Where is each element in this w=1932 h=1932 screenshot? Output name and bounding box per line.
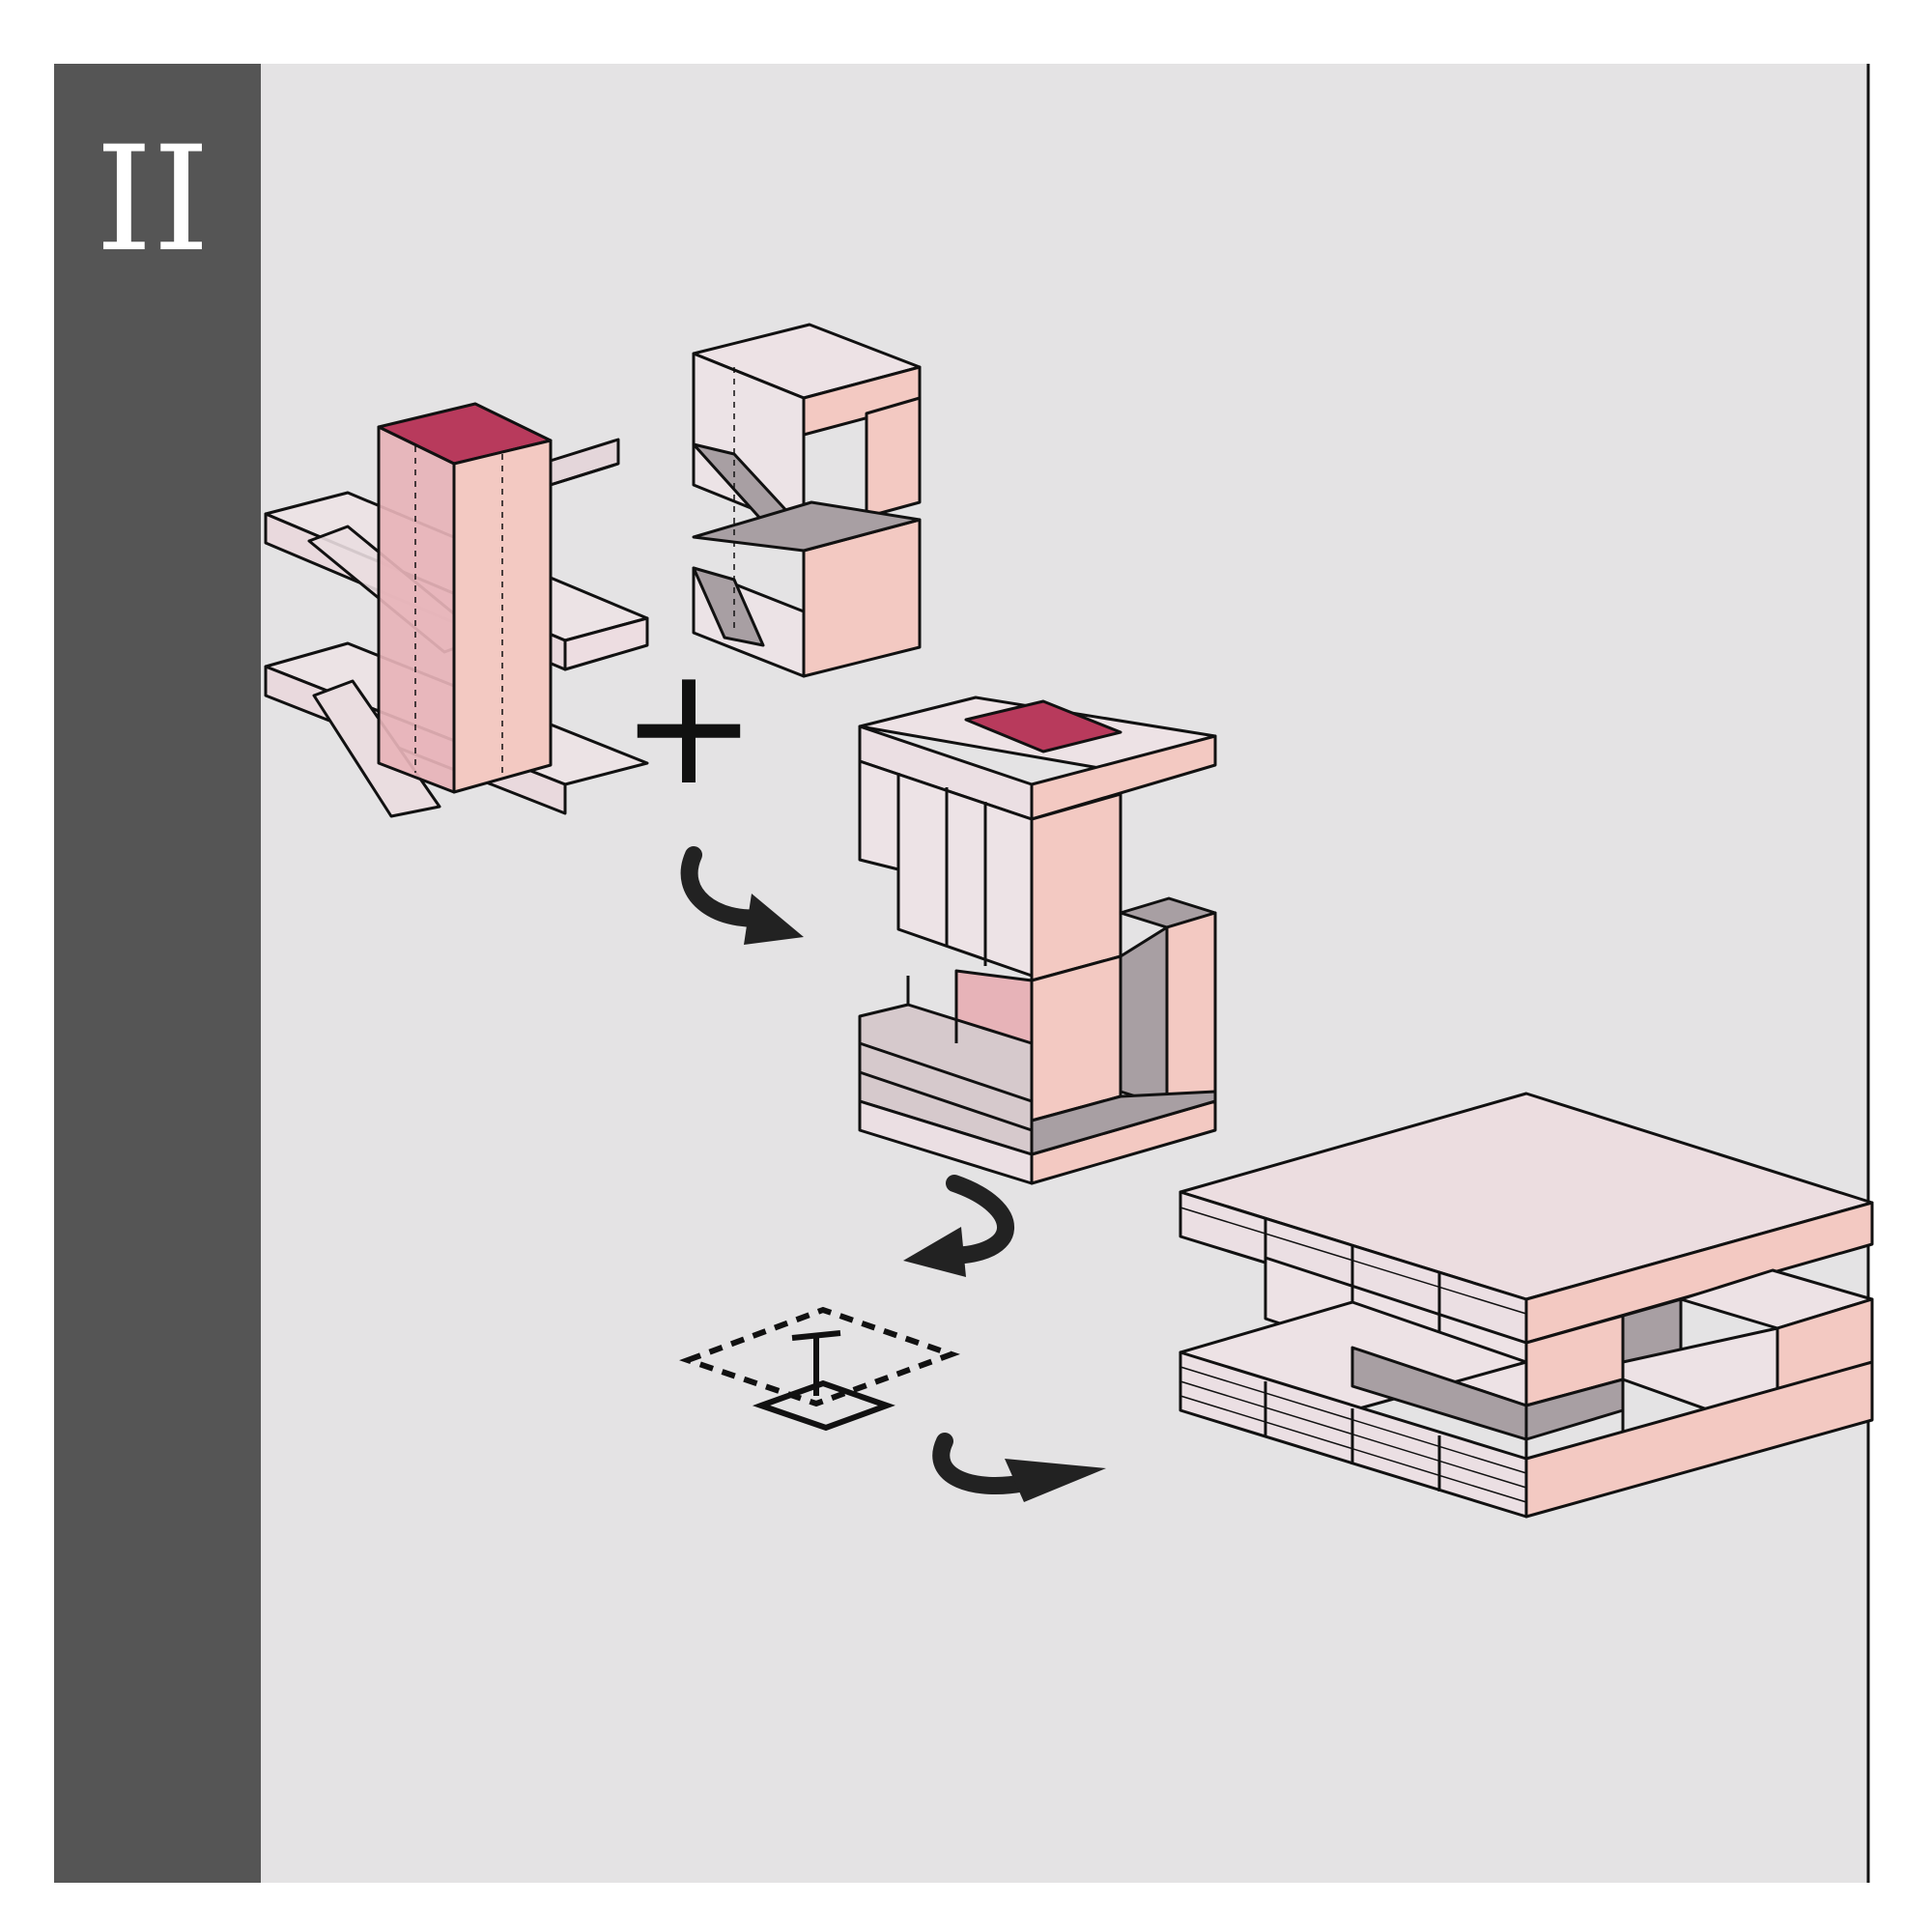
final-building (1179, 1092, 1874, 1519)
curved-arrow-head-2 (903, 1227, 966, 1277)
combined-module (858, 696, 1217, 1185)
floor-lift-icon (679, 1306, 960, 1432)
curved-arrow-icon-2 (938, 1175, 1014, 1264)
stacked-box-module (692, 323, 922, 678)
sidebar-numeral: II (96, 116, 211, 284)
stair-core-module (264, 402, 649, 818)
plus-sign: + (620, 631, 757, 822)
sidebar (54, 64, 261, 1883)
curved-arrow-icon-3 (932, 1433, 1033, 1494)
curved-arrow-head (744, 894, 804, 945)
plus-icon: + (620, 631, 757, 822)
curved-arrow-icon (680, 846, 772, 927)
curved-arrow-head-3 (1005, 1459, 1106, 1502)
